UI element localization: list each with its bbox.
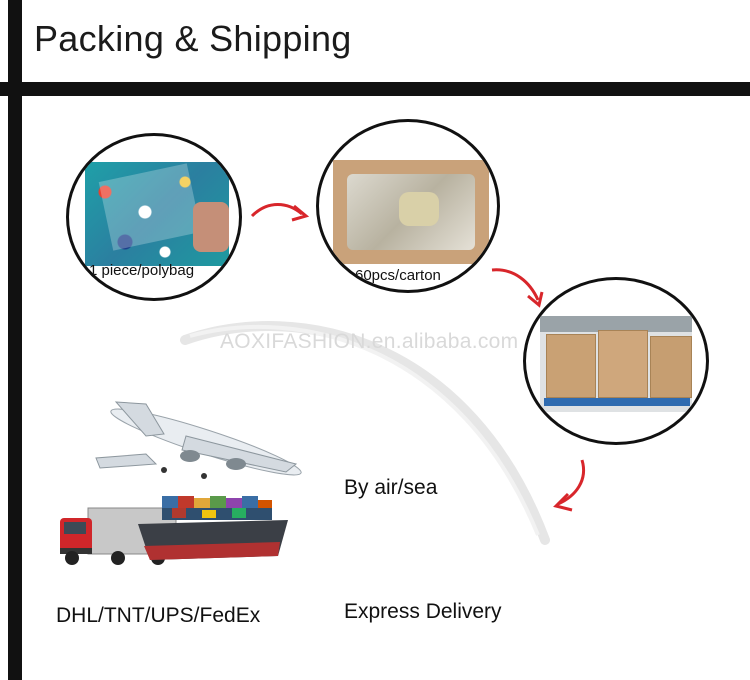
warehouse-roof <box>540 316 692 332</box>
cargo-ship-icon <box>138 496 288 560</box>
airplane-icon <box>95 401 302 479</box>
step-warehouse-image <box>523 277 709 445</box>
polybag-caption: 1 piece/polybag <box>89 262 195 279</box>
carton-caption: 60pcs/carton <box>355 267 441 284</box>
step-polybag-image: 1 piece/polybag <box>66 133 242 301</box>
carriers-label: DHL/TNT/UPS/FedEx <box>56 604 261 627</box>
carton-photo <box>333 160 489 264</box>
hand-shape <box>193 202 229 252</box>
air-sea-label: By air/sea <box>344 476 438 499</box>
pallet-base <box>544 398 690 406</box>
frame-left-bar <box>8 0 22 680</box>
arrow-step3-to-transport <box>553 459 585 512</box>
express-delivery-label: Express Delivery <box>344 600 502 623</box>
page-title: Packing & Shipping <box>34 18 352 59</box>
carton-inner-item <box>399 192 439 226</box>
pallet-stack-right <box>650 336 692 398</box>
arrow-step1-to-step2 <box>250 203 310 222</box>
watermark-text: AOXIFASHION.en.alibaba.com <box>220 330 519 353</box>
warehouse-photo <box>540 316 692 412</box>
header-divider <box>0 82 750 96</box>
pallet-stack-left <box>546 334 596 398</box>
arrow-step2-to-step3 <box>491 268 544 308</box>
pallet-stack-mid <box>598 330 648 398</box>
step-carton-image: 60pcs/carton <box>316 119 500 293</box>
polybag-photo <box>85 162 229 266</box>
